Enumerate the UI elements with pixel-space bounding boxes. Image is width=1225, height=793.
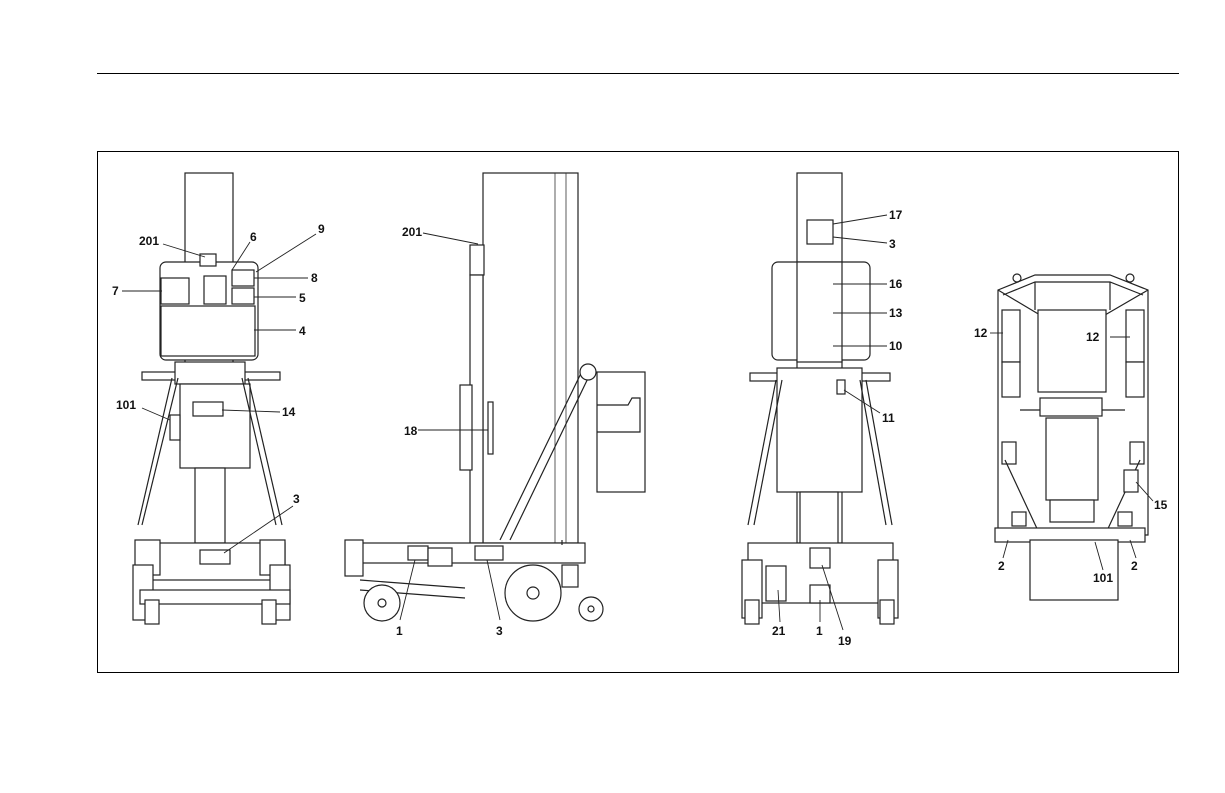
callout-201-side: 201 [402,225,422,239]
callout-12-right: 12 [1086,330,1100,344]
callout-5: 5 [299,291,306,305]
callout-201-front: 201 [139,234,159,248]
callout-18: 18 [404,424,418,438]
callout-1-rear: 1 [816,624,823,638]
callout-101-front: 101 [116,398,136,412]
callout-7: 7 [112,284,119,298]
callout-16: 16 [889,277,903,291]
callout-3-rear: 3 [889,237,896,251]
callout-9: 9 [318,222,325,236]
callout-14: 14 [282,405,296,419]
callout-12-left: 12 [974,326,988,340]
callout-13: 13 [889,306,903,320]
callout-15: 15 [1154,498,1168,512]
callout-2-right: 2 [1131,559,1138,573]
callout-1-side: 1 [396,624,403,638]
callout-6: 6 [250,230,257,244]
callout-3-side: 3 [496,624,503,638]
side-view [345,173,645,621]
callout-17: 17 [889,208,903,222]
callout-21: 21 [772,624,786,638]
callout-3-front: 3 [293,492,300,506]
callout-101-top: 101 [1093,571,1113,585]
top-view [995,274,1148,600]
callout-4: 4 [299,324,306,338]
rear-view [742,173,898,624]
callout-2-left: 2 [998,559,1005,573]
callout-8: 8 [311,271,318,285]
callout-10: 10 [889,339,903,353]
callout-11: 11 [882,411,895,425]
callout-19: 19 [838,634,852,648]
